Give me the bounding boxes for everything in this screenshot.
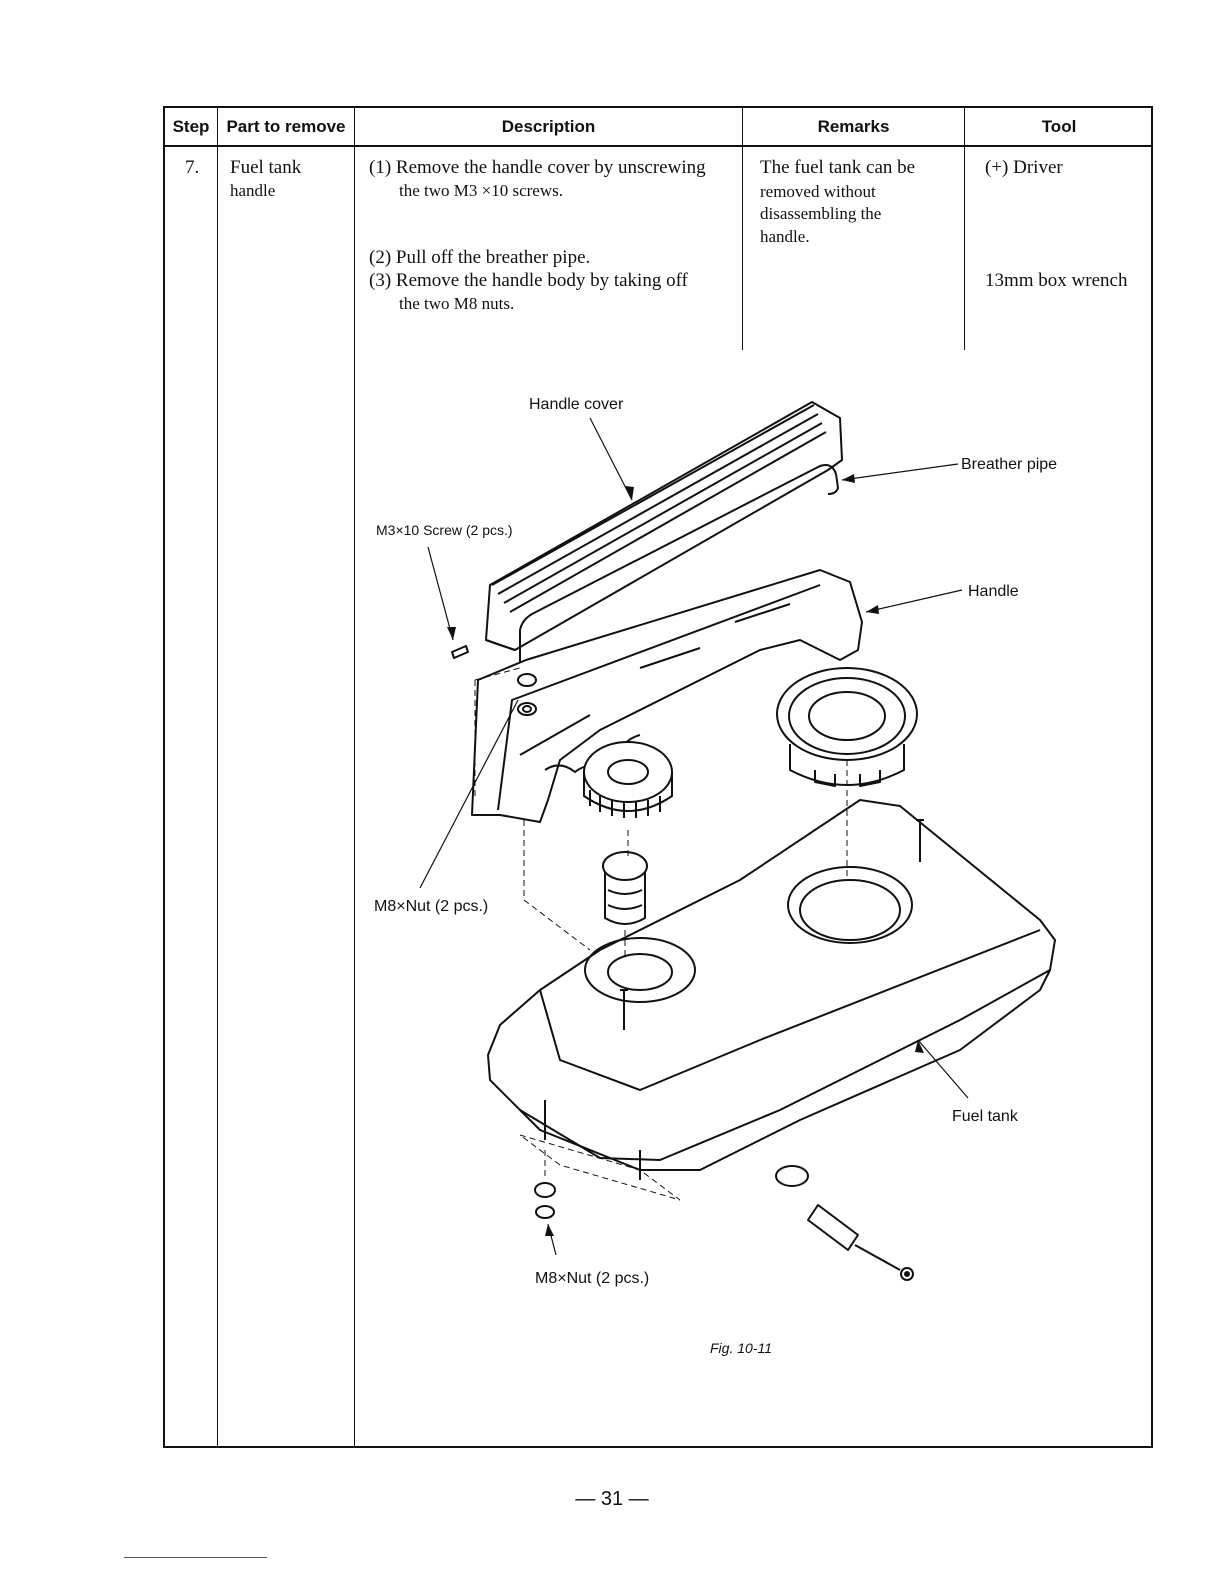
column-divider-remarks: [964, 106, 965, 350]
label-handle-cover: Handle cover: [529, 396, 624, 413]
remarks-line-2: removed without: [760, 182, 876, 201]
figure-caption: Fig. 10-11: [710, 1340, 772, 1356]
label-breather-pipe: Breather pipe: [961, 456, 1058, 473]
label-m8-nut-upper: M8×Nut (2 pcs.): [374, 898, 489, 915]
remarks-line-1: The fuel tank can be: [760, 157, 916, 178]
procedure-table: [163, 106, 1153, 1448]
header-step: Step: [172, 117, 210, 136]
fuel-tank-part: [487, 799, 1056, 1171]
description-step-2: (2) Pull off the breather pipe.: [369, 247, 591, 268]
label-handle: Handle: [968, 583, 1019, 600]
description-step-1-cont: the two M3 ×10 screws.: [399, 181, 563, 200]
breather-pipe-part: [519, 464, 839, 668]
fuel-cap-part: [583, 741, 673, 818]
header-description: Description: [501, 117, 596, 136]
part-name: Fuel tank: [230, 157, 302, 178]
label-screw: M3×10 Screw (2 pcs.): [376, 522, 513, 538]
footer-rule: [124, 1557, 267, 1558]
part-name-line2: handle: [230, 181, 276, 200]
header-remarks: Remarks: [817, 117, 890, 136]
lower-nuts: [534, 1100, 641, 1219]
tool-box-wrench: 13mm box wrench: [985, 270, 1128, 291]
tool-driver: (+) Driver: [985, 157, 1063, 178]
fuel-gauge-part: [776, 667, 918, 787]
description-step-3-cont: the two M8 nuts.: [399, 294, 515, 313]
screw-part: [451, 645, 469, 659]
column-divider-step: [217, 106, 218, 1448]
description-step-3: (3) Remove the handle body by taking off: [369, 270, 688, 291]
remarks-line-3: disassembling the: [760, 204, 882, 223]
column-divider-part: [354, 106, 355, 1448]
handle-cover-part: [485, 401, 843, 651]
description-step-1: (1) Remove the handle cover by unscrewin…: [369, 157, 706, 178]
column-divider-description: [742, 106, 743, 350]
upper-nuts: [517, 673, 537, 716]
header-tool: Tool: [1041, 117, 1077, 136]
fuel-hose-part: [775, 1165, 914, 1281]
header-part-to-remove: Part to remove: [226, 117, 346, 136]
page-number: — 31 —: [575, 1488, 649, 1510]
remarks-line-4: handle.: [760, 227, 810, 246]
header-divider: [163, 145, 1153, 147]
step-number: 7.: [185, 157, 200, 178]
label-fuel-tank: Fuel tank: [952, 1108, 1018, 1125]
label-m8-nut-lower: M8×Nut (2 pcs.): [535, 1270, 650, 1287]
strainer-part: [602, 851, 648, 925]
